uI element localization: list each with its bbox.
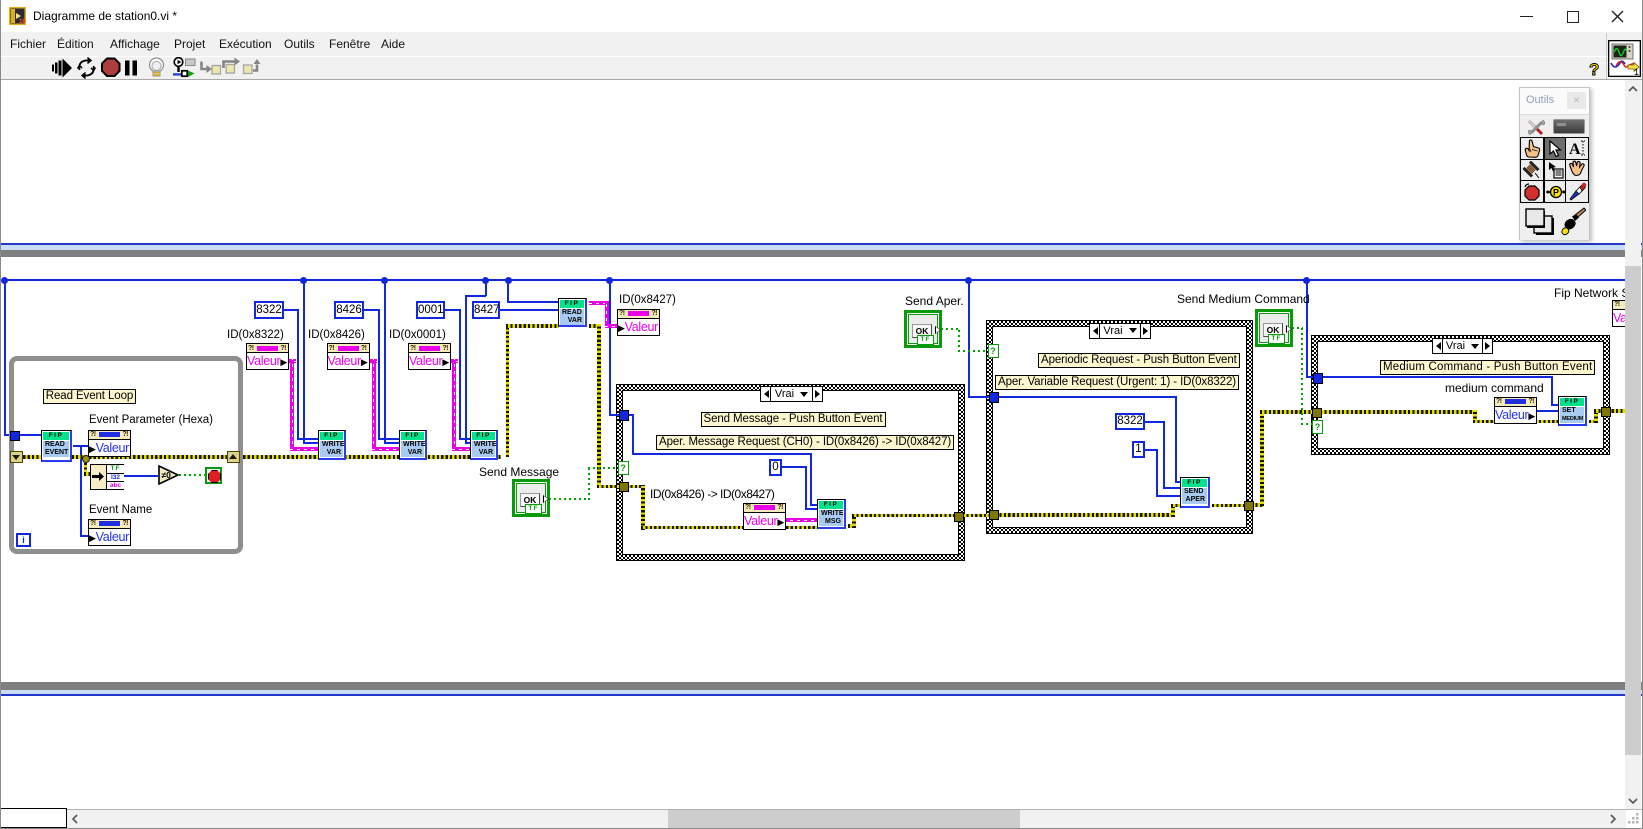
svg-text:P: P [1553, 187, 1559, 197]
svg-text:?: ? [1589, 60, 1599, 79]
svg-text:16: 16 [19, 19, 26, 25]
svg-text:1: 1 [1634, 67, 1639, 77]
svg-text:≠0: ≠0 [162, 470, 172, 480]
svg-text:A: A [1569, 141, 1581, 158]
